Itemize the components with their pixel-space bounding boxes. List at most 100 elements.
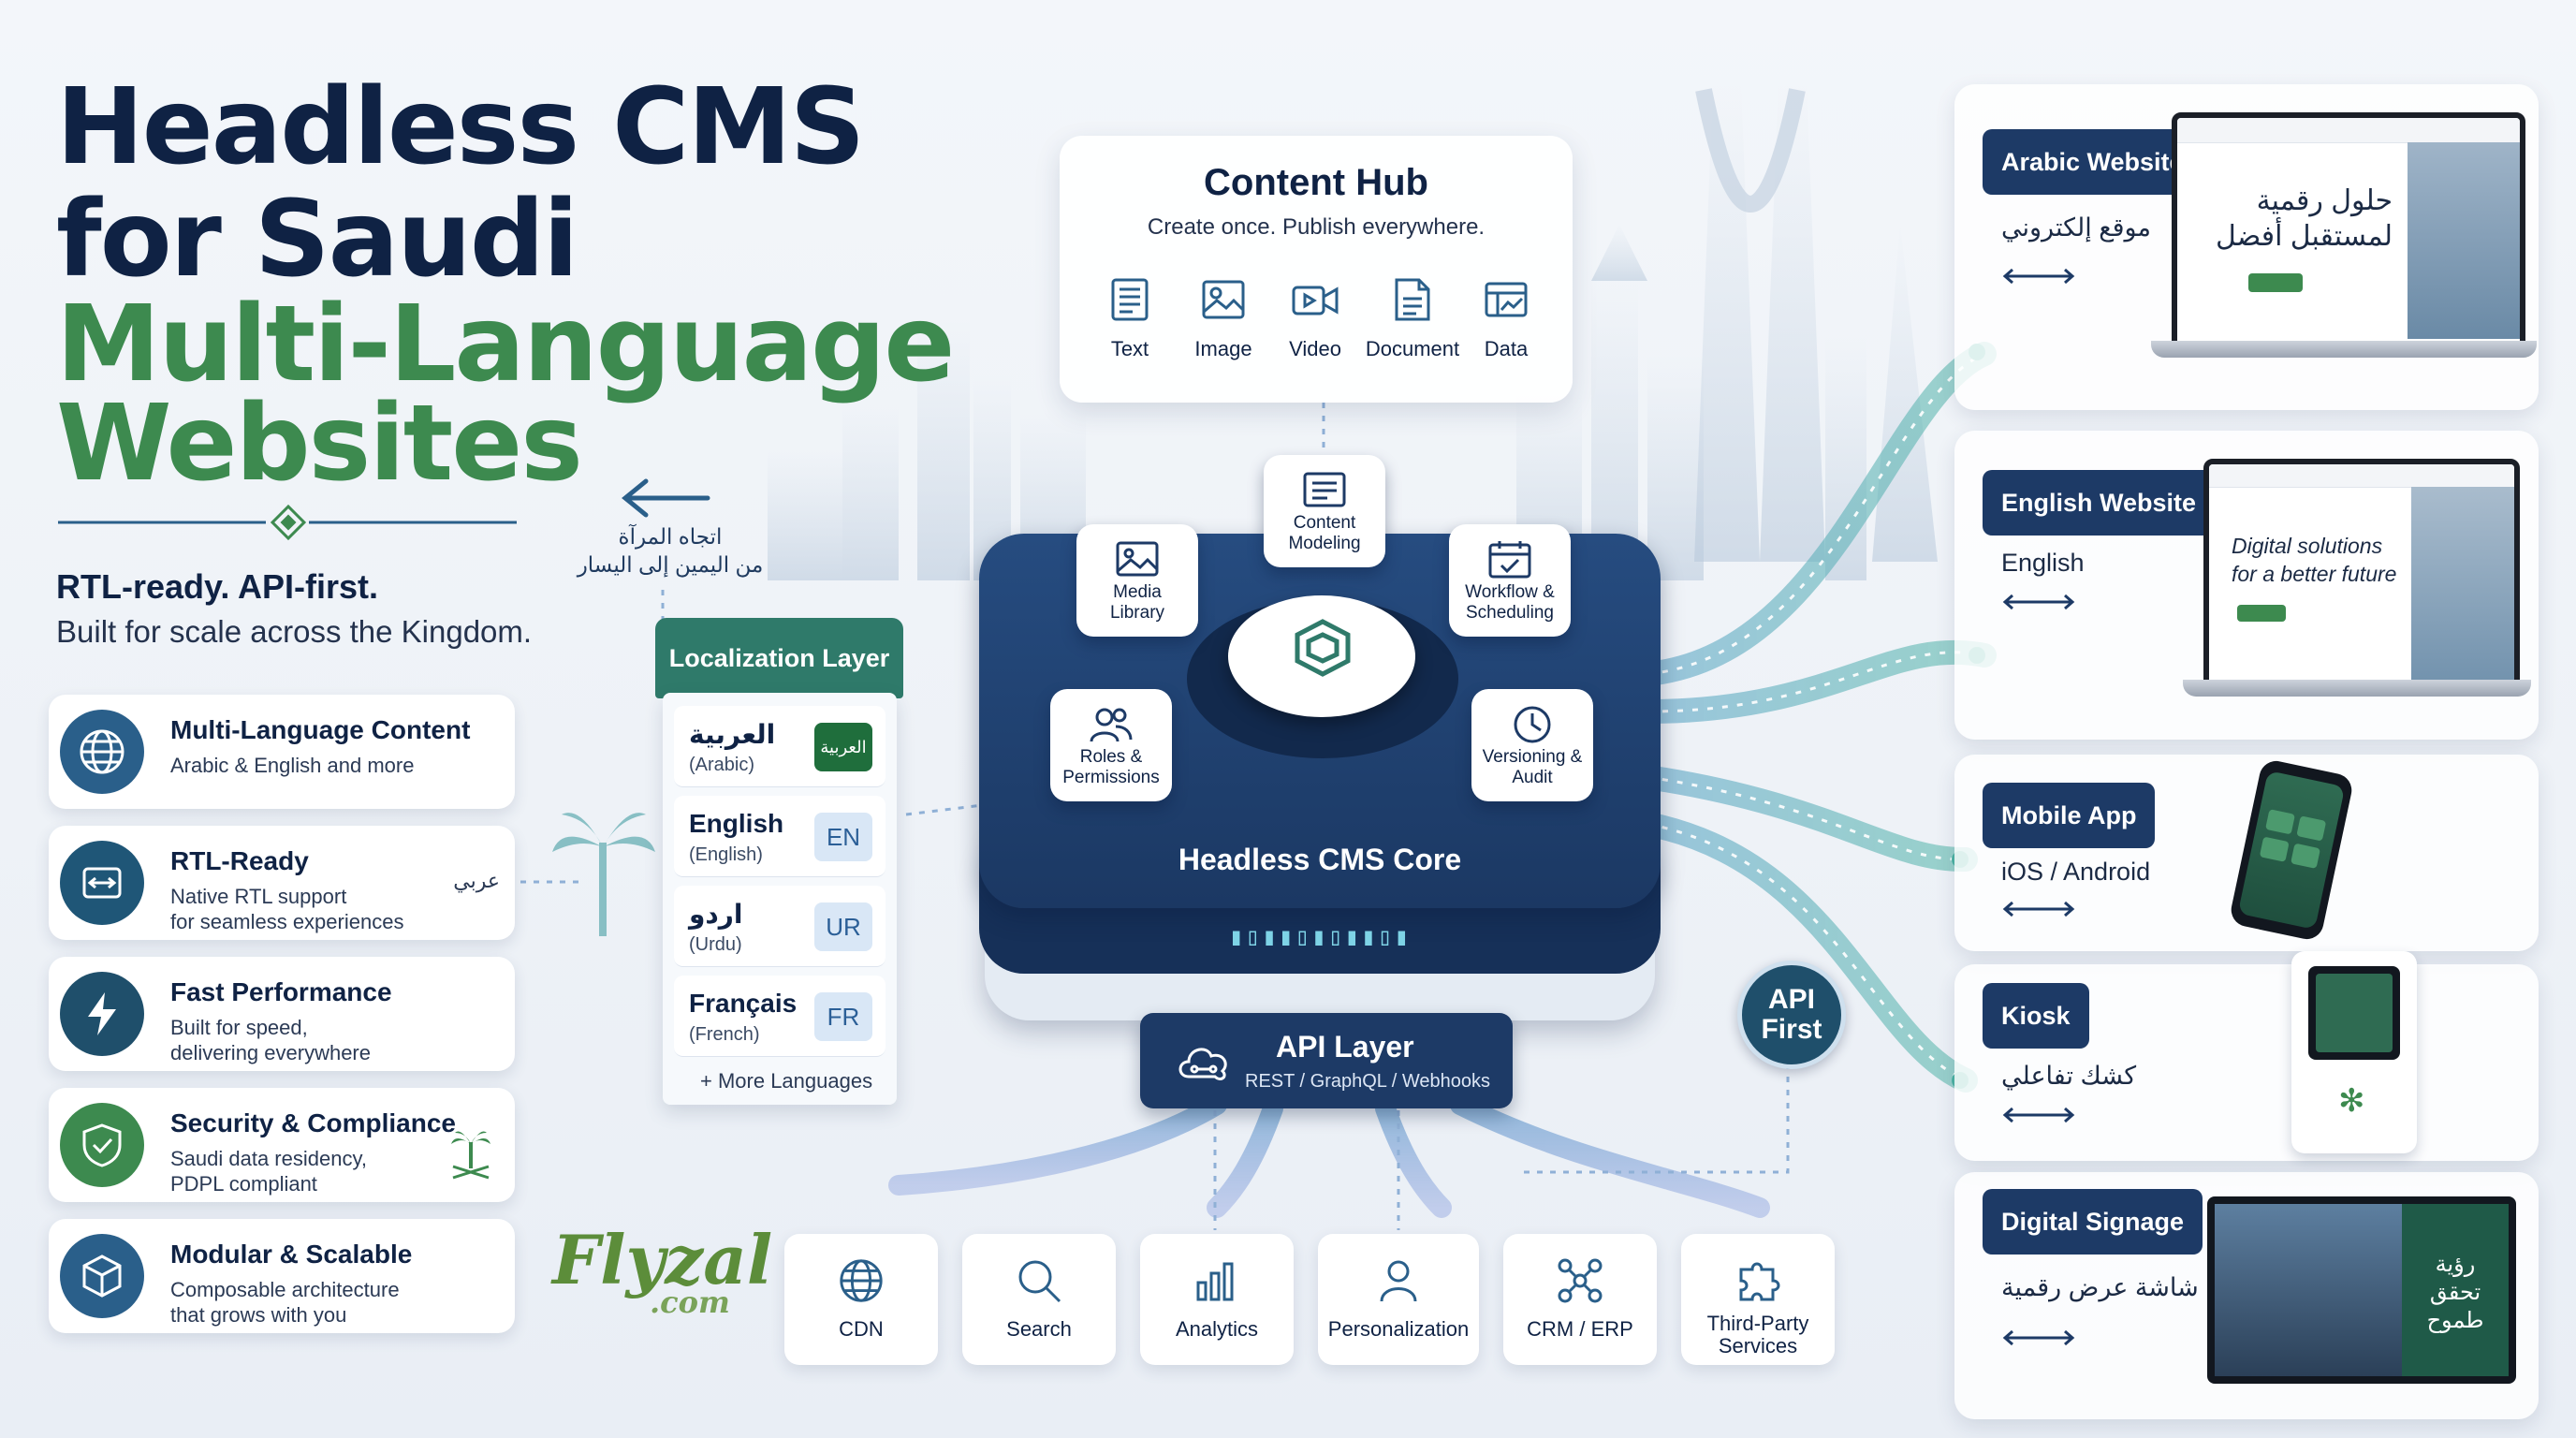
content-hub-card: Content Hub Create once. Publish everywh… [1060,136,1573,403]
api-first-line-2: First [1761,1014,1822,1045]
channel-tag: Digital Signage [1983,1189,2203,1255]
signage-screen: رؤية تحقق طموح [2207,1196,2516,1384]
shield-icon [60,1103,144,1187]
service-label: Personalization [1327,1317,1470,1341]
laptop-base [2183,680,2531,697]
bar-chart-icon [1196,1262,1234,1301]
feature-title: Multi-Language Content [170,715,471,744]
api-layer-subtitle: REST / GraphQL / Webhooks [1245,1071,1490,1092]
bidirectional-arrow-icon [2002,1107,2075,1123]
signage-headline: رؤية تحقق طموح [2426,1252,2484,1333]
channel-subtitle: كشك تفاعلي [2001,1062,2137,1090]
service-third-party: Third-Party Services [1681,1234,1835,1365]
kiosk-device: ✻ [2291,951,2417,1153]
feature-desc: Saudi data residency, PDPL compliant [170,1147,367,1196]
language-name: Français [689,989,798,1018]
channel-mobile-app: Mobile App iOS / Android [1954,755,2539,951]
language-subtitle: (English) [689,844,763,865]
service-label: CDN [839,1317,884,1341]
feature-title: Modular & Scalable [170,1240,413,1269]
language-name: اردو [689,900,743,929]
rtl-note-line-1: اتجاه المرآة [618,524,723,549]
modeling-icon [1303,472,1346,507]
channel-subtitle: موقع إلكتروني [2001,213,2151,242]
language-list: العربية (Arabic) العربية English (Englis… [663,693,897,1105]
channel-tag: Arabic Website [1983,129,2203,195]
feature-title: Security & Compliance [170,1108,456,1137]
bidirectional-arrow-icon [2002,594,2075,610]
service-label: Analytics [1175,1317,1259,1341]
palm-tree-icon [552,813,655,936]
logo-sub: .com [650,1284,730,1320]
network-icon [1558,1258,1603,1303]
language-code: FR [814,992,872,1041]
feature-title: RTL-Ready [170,846,309,875]
language-item-english[interactable]: English (English) EN [674,796,886,877]
cube-icon [60,1234,144,1318]
title-line-4: Websites [56,383,583,505]
rtl-note-line-2: من اليمين إلى اليسار [577,552,764,577]
language-name: English [689,809,784,838]
saudi-emblem-icon: ✻ [2338,1083,2365,1119]
search-icon [1018,1260,1061,1303]
logo-main: Flyzal [552,1220,773,1299]
module-workflow-scheduling: Workflow & Scheduling [1449,524,1571,637]
feature-card-rtl-ready: RTL-Ready Native RTL support for seamles… [49,826,515,940]
flyzal-logo: Flyzal .com [552,1220,773,1321]
more-languages-link[interactable]: + More Languages [700,1069,873,1093]
feature-card-modular: Modular & Scalable Composable architectu… [49,1219,515,1333]
title-line-1: Headless CMS [56,66,865,188]
feature-desc: Built for speed, delivering everywhere [170,1016,371,1064]
channel-tag: Kiosk [1983,983,2089,1049]
localization-title: Localization Layer [655,618,903,698]
puzzle-icon [1739,1262,1780,1301]
bidirectional-arrow-icon [2002,1329,2075,1346]
users-icon [1090,708,1133,742]
globe-icon [840,1259,883,1302]
hub-item-document: Document [1361,276,1464,361]
module-label: Roles & Permissions [1062,747,1160,787]
title-line-3: Multi-Language [56,284,955,405]
feature-title: Fast Performance [170,977,392,1006]
hub-item-label: Video [1289,337,1341,360]
tagline-secondary: Built for scale across the Kingdom. [56,614,533,649]
api-layer-box: API Layer REST / GraphQL / Webhooks [1140,1013,1513,1108]
language-item-urdu[interactable]: اردو (Urdu) UR [674,886,886,967]
bidirectional-arrow-icon [2002,901,2075,917]
data-icon [1485,282,1528,317]
channel-subtitle: English [2001,549,2085,577]
language-subtitle: (Urdu) [689,934,742,955]
channel-digital-signage: Digital Signage شاشة عرض رقمية رؤية تحقق… [1954,1172,2539,1419]
service-analytics: Analytics [1140,1234,1294,1365]
localization-layer-panel: Localization Layer العربية (Arabic) العر… [655,618,903,1114]
text-icon [1111,278,1149,321]
api-layer-title: API Layer [1276,1030,1414,1064]
hub-item-video: Video [1264,276,1367,361]
language-item-arabic[interactable]: العربية (Arabic) العربية [674,706,886,787]
person-icon [1380,1260,1417,1302]
module-media-library: Media Library [1076,524,1198,637]
api-first-badge: API First [1737,961,1846,1069]
tagline-primary: RTL-ready. API-first. [56,567,379,606]
service-search: Search [962,1234,1116,1365]
language-name: العربية [689,720,776,749]
video-icon [1292,286,1339,315]
phone-device [2228,757,2355,943]
language-item-french[interactable]: Français (French) FR [674,976,886,1057]
feature-card-performance: Fast Performance Built for speed, delive… [49,957,515,1071]
bidirectional-arrow-icon [2002,268,2075,285]
laptop-screen-arabic: حلول رقمية لمستقبل أفضل [2172,112,2525,352]
language-code: EN [814,813,872,861]
title-line-2: for Saudi [56,179,578,301]
feature-card-multi-language: Multi-Language Content Arabic & English … [49,695,515,809]
laptop-screen-headline: Digital solutions for a better future [2232,534,2397,586]
core-hub-disc [1228,595,1415,717]
module-label: Media Library [1109,582,1165,623]
core-cube-icon [1295,619,1351,677]
language-subtitle: (French) [689,1024,760,1045]
saudi-emblem-icon [451,1131,490,1180]
image-icon [1202,280,1245,319]
laptop-screen-english: Digital solutions for a better future [2203,459,2520,691]
feature-desc: Composable architecture that grows with … [170,1278,400,1327]
channel-subtitle: iOS / Android [2001,858,2151,886]
